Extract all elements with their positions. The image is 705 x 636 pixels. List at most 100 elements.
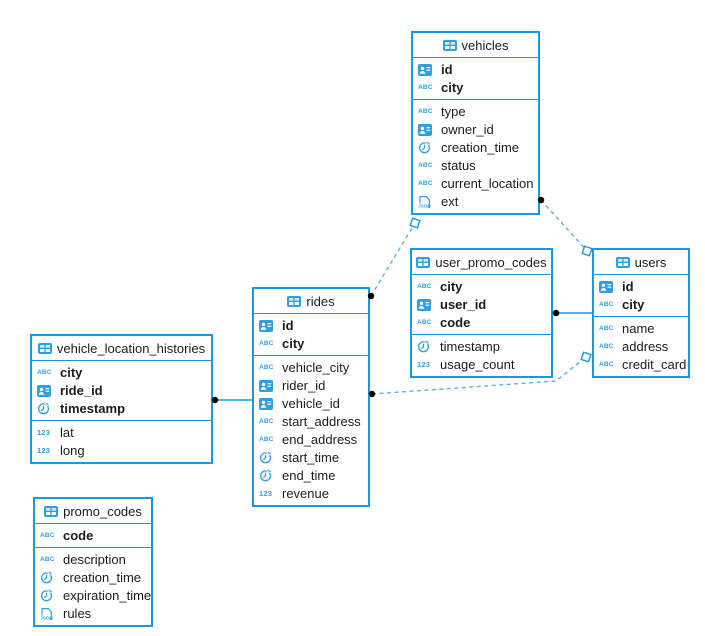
text-abc-icon: ABC (417, 319, 432, 326)
clock-icon (418, 141, 436, 154)
field-name: code (440, 315, 471, 330)
field-row-id[interactable]: id (594, 278, 688, 296)
table-header[interactable]: vehicles (413, 33, 538, 58)
table-name: vehicles (461, 37, 509, 53)
text-abc-icon: ABC (40, 556, 55, 563)
field-row-owner_id[interactable]: owner_id (413, 121, 538, 139)
field-row-vehicle_id[interactable]: vehicle_id (254, 395, 368, 413)
relationship-diamond-endpoint (580, 351, 592, 363)
field-name: name (622, 321, 655, 336)
field-row-user_id[interactable]: user_id (412, 296, 551, 314)
field-row-timestamp[interactable]: timestamp (32, 400, 211, 418)
text-abc-icon: ABC (37, 369, 52, 376)
clock-icon (40, 571, 58, 584)
table-header[interactable]: vehicle_location_histories (32, 336, 211, 361)
field-name: creation_time (63, 570, 142, 585)
id-badge-icon (599, 280, 617, 293)
text-abc-icon: ABC (599, 361, 614, 368)
field-row-timestamp[interactable]: timestamp (412, 338, 551, 356)
id-badge-icon (259, 379, 277, 392)
field-row-id[interactable]: id (413, 61, 538, 79)
table-header[interactable]: users (594, 250, 688, 275)
field-name: start_address (282, 414, 361, 429)
field-name: code (63, 528, 94, 543)
id-badge-icon (418, 123, 436, 136)
relationship-rides-vehicles[interactable] (370, 222, 416, 297)
field-row-end_time[interactable]: end_time (254, 467, 368, 485)
field-row-creation_time[interactable]: creation_time (35, 569, 151, 587)
field-row-city[interactable]: ABC city (412, 278, 551, 296)
table-icon (287, 295, 302, 307)
field-row-ride_id[interactable]: ride_id (32, 382, 211, 400)
relationship-vehicles-users[interactable] (540, 199, 588, 252)
field-name: type (441, 104, 466, 119)
field-name: start_time (282, 450, 340, 465)
field-row-creation_time[interactable]: creation_time (413, 139, 538, 157)
field-row-rider_id[interactable]: rider_id (254, 377, 368, 395)
clock-icon (259, 451, 277, 464)
field-name: vehicle_id (282, 396, 340, 411)
table-icon (442, 39, 457, 51)
text-abc-icon: ABC (418, 162, 433, 169)
field-row-code[interactable]: ABC code (412, 314, 551, 332)
field-name: id (441, 62, 453, 77)
clock-icon (37, 402, 55, 415)
text-abc-icon: ABC (259, 340, 274, 347)
number-123-icon: 123 (37, 446, 51, 455)
json-icon: JSON (40, 607, 58, 621)
field-name: city (441, 80, 464, 95)
svg-text:JSON: JSON (418, 203, 431, 208)
clock-icon (417, 340, 435, 353)
field-name: city (440, 279, 463, 294)
field-row-expiration_time[interactable]: expiration_time (35, 587, 151, 605)
field-row-start_time[interactable]: start_time (254, 449, 368, 467)
clock-icon (40, 589, 58, 602)
table-header[interactable]: rides (254, 289, 368, 314)
text-abc-icon: ABC (417, 283, 432, 290)
field-name: vehicle_city (282, 360, 350, 375)
field-name: revenue (282, 486, 329, 501)
number-123-icon: 123 (37, 428, 51, 437)
field-name: id (622, 279, 634, 294)
id-badge-icon (259, 397, 277, 410)
json-icon: JSON (418, 195, 436, 209)
table-header[interactable]: promo_codes (35, 499, 151, 524)
field-name: ride_id (60, 383, 103, 398)
field-row-id[interactable]: id (254, 317, 368, 335)
field-name: timestamp (60, 401, 126, 416)
table-header[interactable]: user_promo_codes (412, 250, 551, 275)
